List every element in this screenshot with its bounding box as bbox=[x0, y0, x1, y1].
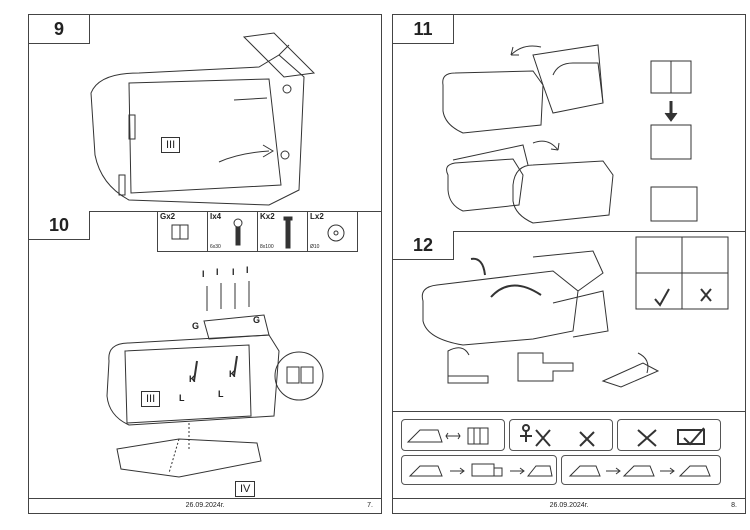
step-number: 10 bbox=[29, 211, 90, 240]
callout-i: I bbox=[246, 265, 249, 275]
truck-icon bbox=[408, 463, 553, 477]
callout-g: G bbox=[253, 315, 261, 325]
step-12-section: 12 bbox=[393, 231, 745, 412]
callout-i: I bbox=[232, 267, 235, 277]
step-12-illustration bbox=[421, 236, 729, 388]
washer-icon bbox=[327, 224, 345, 242]
page-number: 7. bbox=[367, 502, 373, 509]
callout-l: L bbox=[218, 389, 224, 399]
step-10-illustration bbox=[106, 281, 324, 478]
callout-g: G bbox=[192, 321, 200, 331]
rule-lift-carefully bbox=[617, 419, 721, 451]
left-page: 9 III 10 Gx2 bbox=[28, 14, 382, 514]
panel-label-iii: III bbox=[161, 137, 181, 153]
bolt-icon bbox=[283, 216, 293, 249]
right-page: 11 12 bbox=[392, 14, 746, 514]
callout-l: L bbox=[179, 393, 185, 403]
screw-icon bbox=[233, 218, 243, 246]
rule-move-sequence bbox=[561, 455, 721, 485]
page-footer: 26.09.2024г. 8. bbox=[393, 498, 745, 513]
step-number: 12 bbox=[393, 231, 454, 260]
callout-i: I bbox=[216, 267, 219, 277]
part-k: Kx2 8x100 bbox=[258, 211, 308, 251]
footer-date: 26.09.2024г. bbox=[185, 502, 225, 509]
parts-table: Gx2 Ix4 6x30 Kx2 8x100 Lx2 Ø10 bbox=[157, 211, 358, 252]
part-l: Lx2 Ø10 bbox=[308, 211, 358, 251]
part-g: Gx2 bbox=[158, 211, 208, 251]
rule-transport-truck bbox=[401, 455, 557, 485]
arrow-curved-icon bbox=[568, 465, 711, 477]
radiator-icon bbox=[406, 427, 489, 445]
rule-no-jumping bbox=[509, 419, 613, 451]
step-10-section: 10 Gx2 Ix4 6x30 Kx2 8x100 Lx2 Ø10 bbox=[29, 211, 381, 501]
step-9-illustration bbox=[90, 32, 316, 206]
step-11-section: 11 bbox=[393, 15, 745, 232]
step-number: 9 bbox=[29, 15, 90, 44]
cross-icon bbox=[520, 424, 595, 447]
page-footer: 26.09.2024г. 7. bbox=[29, 498, 381, 513]
rule-keep-away-radiator bbox=[401, 419, 505, 451]
page-number: 8. bbox=[731, 502, 737, 509]
callout-k: K bbox=[229, 369, 236, 379]
bracket-icon bbox=[171, 224, 189, 240]
step-11-illustration bbox=[442, 44, 698, 224]
callout-i: I bbox=[202, 269, 205, 279]
step-9-section: 9 III bbox=[29, 15, 381, 212]
callout-k: K bbox=[189, 374, 196, 384]
footer-date: 26.09.2024г. bbox=[549, 502, 589, 509]
part-i: Ix4 6x30 bbox=[208, 211, 258, 251]
check-icon bbox=[637, 427, 705, 447]
step-number: 11 bbox=[393, 15, 454, 44]
panel-label-iv: IV bbox=[235, 481, 256, 497]
panel-label-iii: III bbox=[141, 391, 161, 407]
